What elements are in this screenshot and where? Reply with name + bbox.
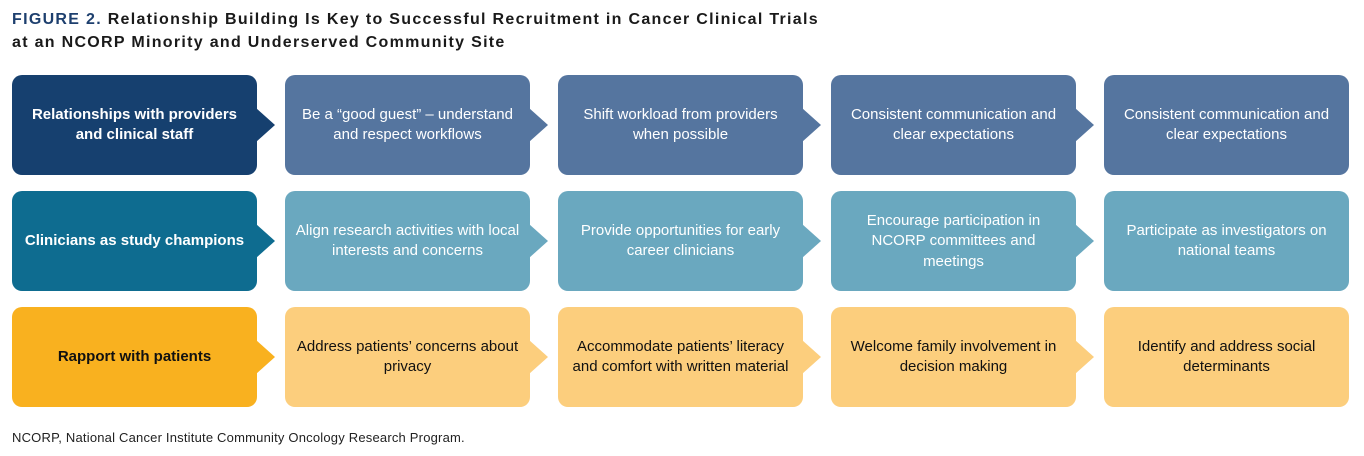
figure-label: FIGURE 2. [12,11,102,28]
row2-step-2-label: Provide opportunities for early career c… [580,222,781,260]
flow-arrow-icon [802,340,821,375]
flow-arrow-icon [1075,224,1094,259]
row3-step-1-cell: Address patients’ concerns about privacy [285,307,548,408]
row3-header-label: Rapport with patients [57,348,212,366]
row1-step-1-label: Be a “good guest” – understand and respe… [302,106,513,144]
figure-footnote: NCORP, National Cancer Institute Communi… [12,430,465,446]
row1-step-1-cell: Be a “good guest” – understand and respe… [285,75,548,176]
flow-arrow-icon [1075,108,1094,143]
row2-header-cell: Clinicians as study champions [12,191,275,292]
row3-step-2-label: Accommodate patients’ literacy and comfo… [572,338,789,376]
row2-header-label: Clinicians as study champions [24,232,245,250]
flow-arrow-icon [802,224,821,259]
figure-title-line1: Relationship Building Is Key to Successf… [107,11,819,28]
flow-diagram: Relationships with providers and clinica… [12,75,1364,408]
flow-arrow-icon [256,108,275,143]
row1-step-4-label: Consistent communication and clear expec… [1123,106,1330,144]
row2-step-3-cell: Encourage participation in NCORP committ… [831,191,1094,292]
row1-step-4-cell: Consistent communication and clear expec… [1104,75,1349,176]
figure-title-line2: at an NCORP Minority and Underserved Com… [12,34,506,52]
flow-arrow-icon [1075,340,1094,375]
flow-arrow-icon [256,340,275,375]
row3-step-4-label: Identify and address social determinants [1137,338,1316,376]
row2-step-4-label: Participate as investigators on national… [1126,222,1327,260]
flow-arrow-icon [529,340,548,375]
row1-step-3-cell: Consistent communication and clear expec… [831,75,1094,176]
row2-step-1-label: Align research activities with local int… [295,222,520,260]
row3-step-2-cell: Accommodate patients’ literacy and comfo… [558,307,821,408]
flow-arrow-icon [256,224,275,259]
row3-step-1-label: Address patients’ concerns about privacy [296,338,519,376]
row3-step-3-label: Welcome family involvement in decision m… [850,338,1057,376]
row3-step-4-cell: Identify and address social determinants [1104,307,1349,408]
row1-header-label: Relationships with providers and clinica… [31,106,238,144]
row1-step-2-cell: Shift workload from providers when possi… [558,75,821,176]
row2-step-3-label: Encourage participation in NCORP committ… [866,212,1041,270]
row2-step-1-cell: Align research activities with local int… [285,191,548,292]
row2-step-2-cell: Provide opportunities for early career c… [558,191,821,292]
flow-arrow-icon [529,224,548,259]
flow-arrow-icon [529,108,548,143]
row1-step-3-label: Consistent communication and clear expec… [850,106,1057,144]
row1-step-2-label: Shift workload from providers when possi… [583,106,778,144]
row2-step-4-cell: Participate as investigators on national… [1104,191,1349,292]
figure-title: FIGURE 2. Relationship Building Is Key t… [0,0,984,54]
flow-arrow-icon [802,108,821,143]
row1-header-cell: Relationships with providers and clinica… [12,75,275,176]
row3-header-cell: Rapport with patients [12,307,275,408]
row3-step-3-cell: Welcome family involvement in decision m… [831,307,1094,408]
